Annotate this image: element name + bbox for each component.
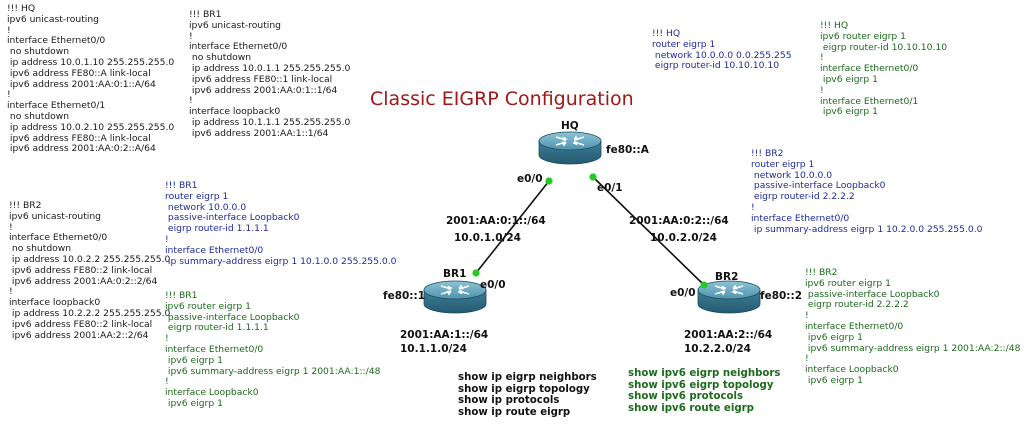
router-hq-icon[interactable] bbox=[538, 131, 602, 165]
link1-ipv4-net-label: 10.0.1.0/24 bbox=[454, 232, 521, 244]
br2-link-local-label: fe80::2 bbox=[760, 290, 802, 302]
diagram-title: Classic EIGRP Configuration bbox=[370, 88, 634, 110]
link-hq-br2 bbox=[592, 176, 705, 286]
link1-ipv6-net-label: 2001:AA:0:1::/64 bbox=[446, 215, 546, 227]
link2-ipv6-net-label: 2001:AA:0:2::/64 bbox=[629, 215, 729, 227]
hq-e0-1-port-label: e0/1 bbox=[597, 182, 623, 194]
router-br2-label: BR2 bbox=[715, 271, 738, 283]
router-br1-label: BR1 bbox=[443, 268, 466, 280]
hq-ipv6-eigrp-config: !!! HQ ipv6 router eigrp 1 eigrp router-… bbox=[820, 20, 948, 118]
br2-ipv4-eigrp-config: !!! BR2 router eigrp 1 network 10.0.0.0 … bbox=[751, 148, 983, 235]
ipv4-show-commands: show ip eigrp neighbors show ip eigrp to… bbox=[458, 372, 597, 418]
link2-ipv4-net-label: 10.0.2.0/24 bbox=[650, 232, 717, 244]
br2-loopback-v6-label: 2001:AA:2::/64 bbox=[684, 329, 772, 341]
br2-base-config: !!! BR2 ipv6 unicast-routing ! interface… bbox=[9, 200, 171, 341]
br1-ipv4-eigrp-config: !!! BR1 router eigrp 1 network 10.0.0.0 … bbox=[165, 180, 397, 267]
hq-e0-0-port-dot bbox=[545, 177, 553, 185]
hq-link-local-label: fe80::A bbox=[606, 144, 650, 156]
link-hq-br1 bbox=[475, 180, 550, 274]
hq-e0-1-port-dot bbox=[589, 173, 597, 181]
br2-ipv6-eigrp-config: !!! BR2 ipv6 router eigrp 1 passive-inte… bbox=[805, 267, 1021, 386]
ipv6-show-commands: show ipv6 eigrp neighbors show ipv6 eigr… bbox=[628, 368, 781, 414]
br1-link-local-label: fe80::1 bbox=[383, 290, 425, 302]
router-br1-icon[interactable] bbox=[423, 280, 487, 314]
br1-e0-0-port-dot bbox=[472, 269, 480, 277]
hq-ipv4-eigrp-config: !!! HQ router eigrp 1 network 10.0.0.0 0… bbox=[652, 28, 792, 72]
br1-base-config: !!! BR1 ipv6 unicast-routing ! interface… bbox=[189, 9, 351, 139]
br1-loopback-v6-label: 2001:AA:1::/64 bbox=[400, 329, 488, 341]
br2-e0-0-port-dot bbox=[700, 281, 708, 289]
br1-loopback-v4-label: 10.1.1.0/24 bbox=[400, 343, 467, 355]
hq-base-config: !!! HQ ipv6 unicast-routing ! interface … bbox=[7, 3, 175, 155]
hq-e0-0-port-label: e0/0 bbox=[517, 173, 543, 185]
br1-ipv6-eigrp-config: !!! BR1 ipv6 router eigrp 1 passive-inte… bbox=[165, 290, 381, 409]
br2-e0-0-port-label: e0/0 bbox=[670, 287, 696, 299]
br2-loopback-v4-label: 10.2.2.0/24 bbox=[684, 343, 751, 355]
router-hq-label: HQ bbox=[561, 120, 579, 132]
br1-e0-0-port-label: e0/0 bbox=[480, 279, 506, 291]
